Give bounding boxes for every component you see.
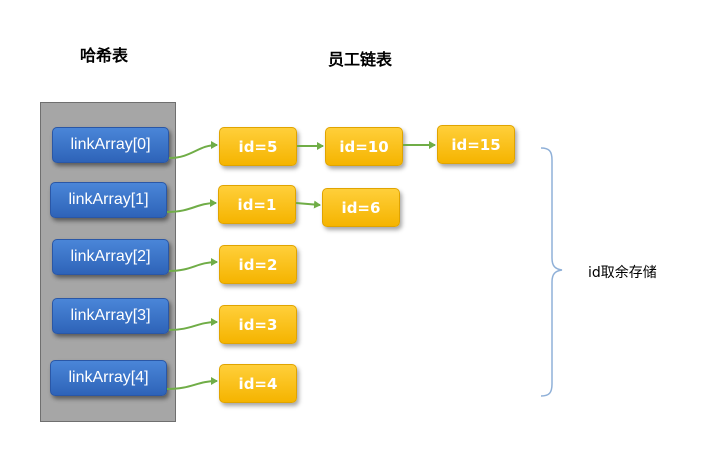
arrow-slot1-to-node: [166, 199, 217, 213]
node-0-2: id=15: [437, 125, 515, 164]
node-2-0: id=2: [219, 245, 297, 284]
hash-slot-0: linkArray[0]: [52, 127, 169, 163]
hash-slot-1: linkArray[1]: [50, 182, 167, 218]
node-3-0: id=3: [219, 305, 297, 344]
node-0-0: id=5: [219, 127, 297, 166]
node-1-1: id=6: [322, 188, 400, 227]
hash-table-title: 哈希表: [80, 46, 129, 65]
hash-slot-3: linkArray[3]: [52, 298, 169, 334]
employee-list-title: 员工链表: [328, 50, 393, 69]
node-4-0: id=4: [219, 364, 297, 403]
arrow-node1-to-node6: [295, 200, 321, 209]
brace-icon: [540, 147, 563, 397]
arrow-slot4-to-node: [166, 377, 218, 390]
hash-slot-2: linkArray[2]: [52, 239, 169, 275]
modulo-storage-label: id取余存储: [588, 265, 657, 281]
hash-slot-4: linkArray[4]: [50, 360, 167, 396]
node-0-1: id=10: [325, 127, 403, 166]
arrow-slot3-to-node: [168, 318, 218, 331]
arrow-slot2-to-node: [168, 258, 218, 272]
arrow-slot0-to-node: [168, 141, 218, 159]
node-1-0: id=1: [218, 185, 296, 224]
